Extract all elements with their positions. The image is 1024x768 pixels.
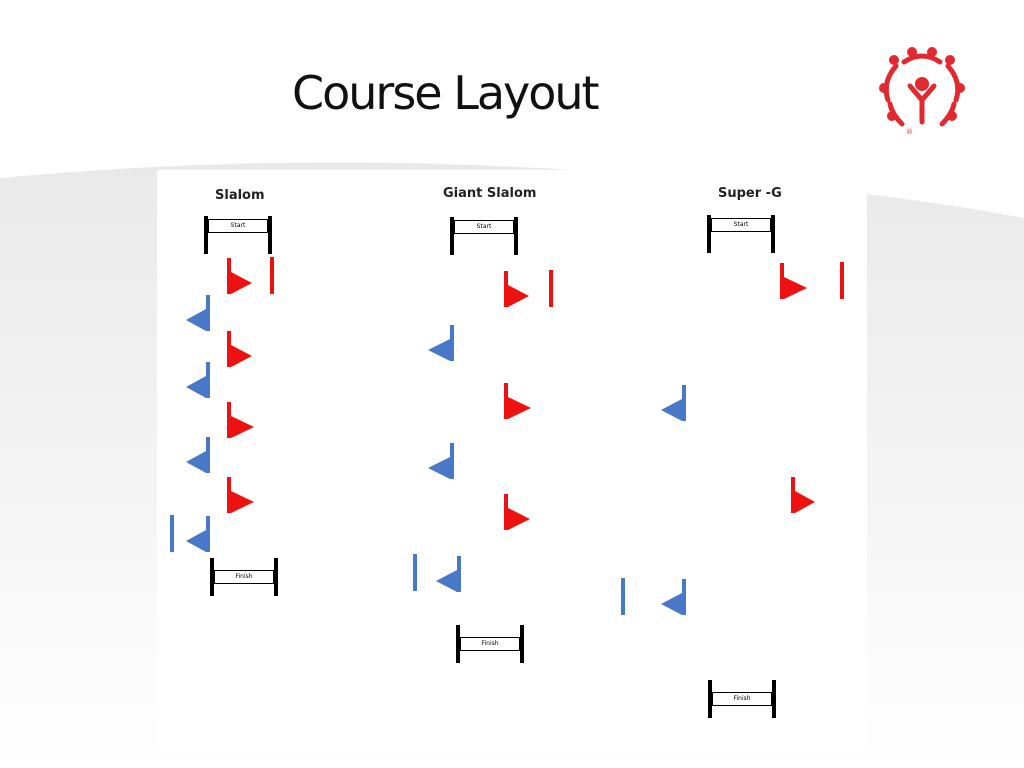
course-diagram-panel — [157, 170, 867, 748]
start-label: Start — [711, 218, 771, 232]
svg-text:®: ® — [906, 128, 913, 136]
red-pole-icon — [549, 270, 553, 307]
finish-label: Finish — [712, 692, 772, 706]
slide-title: Course Layout — [292, 66, 600, 120]
giant-slalom-title: Giant Slalom — [443, 186, 537, 201]
super-g-finish-gate: Finish — [708, 680, 776, 718]
blue-flag-icon — [428, 325, 454, 361]
giant-slalom-finish-gate: Finish — [456, 625, 524, 663]
blue-flag-icon — [428, 443, 454, 479]
blue-flag-icon — [661, 579, 686, 615]
special-olympics-logo-icon: ® — [879, 47, 965, 136]
super-g-start-gate: Start — [707, 215, 775, 253]
red-flag-icon — [504, 383, 531, 419]
red-pole-icon — [840, 262, 844, 299]
blue-flag-icon — [186, 295, 210, 331]
super-g-title: Super -G — [718, 186, 782, 201]
red-flag-icon — [227, 477, 254, 513]
slalom-title: Slalom — [215, 188, 265, 203]
start-label: Start — [454, 220, 514, 234]
slalom-start-gate: Start — [204, 216, 272, 254]
red-flag-icon — [791, 477, 815, 513]
blue-pole-icon — [170, 515, 174, 552]
blue-flag-icon — [186, 516, 210, 552]
red-flag-icon — [227, 331, 252, 367]
blue-flag-icon — [436, 556, 461, 592]
blue-flag-icon — [661, 385, 686, 421]
blue-flag-icon — [186, 437, 210, 473]
giant-slalom-start-gate: Start — [450, 217, 518, 255]
blue-flag-icon — [186, 362, 210, 398]
finish-label: Finish — [214, 570, 274, 584]
red-flag-icon — [504, 271, 529, 307]
red-flag-icon — [227, 258, 252, 294]
red-pole-icon — [270, 257, 274, 294]
slalom-finish-gate: Finish — [210, 558, 278, 596]
red-flag-icon — [780, 263, 807, 299]
start-label: Start — [208, 219, 268, 233]
finish-label: Finish — [460, 637, 520, 651]
red-flag-icon — [504, 494, 530, 530]
blue-pole-icon — [621, 578, 625, 615]
blue-pole-icon — [413, 554, 417, 591]
red-flag-icon — [227, 402, 254, 438]
